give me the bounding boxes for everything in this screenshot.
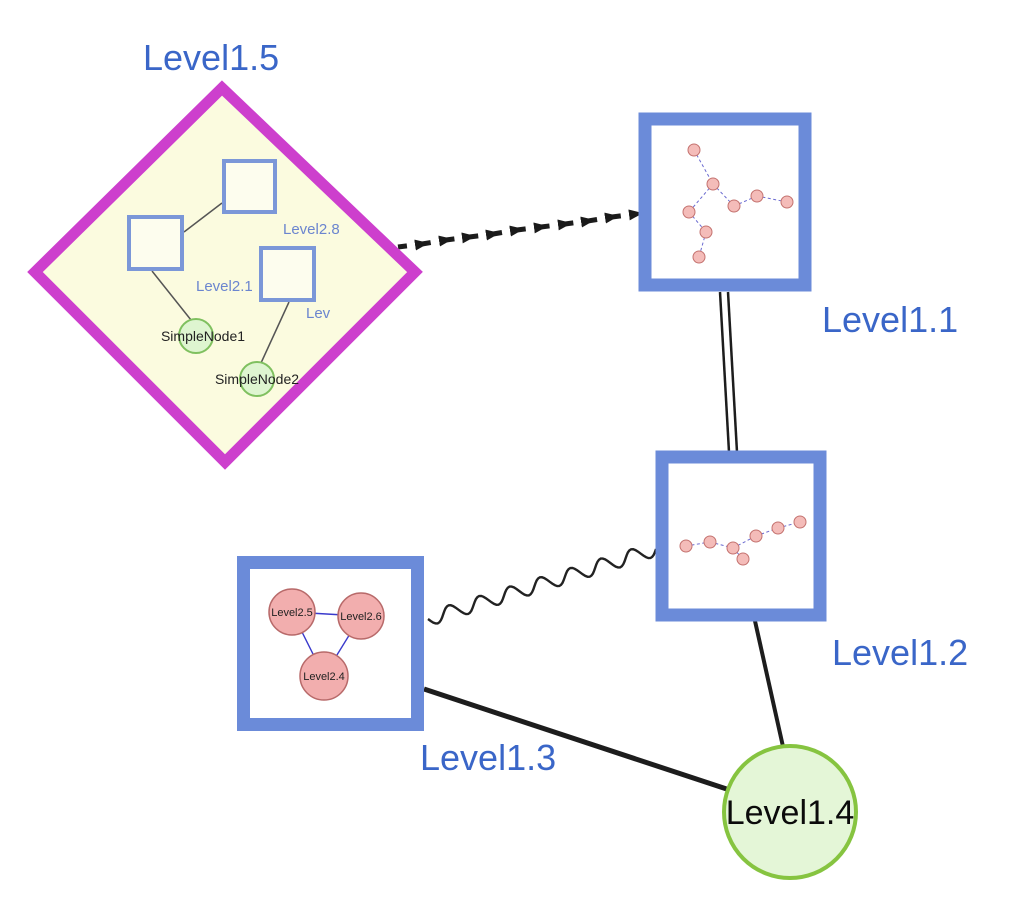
- node-level13-group: Level2.5 Level2.6 Level2.4 Level1.3: [237, 556, 556, 778]
- mini-node[interactable]: [682, 205, 696, 219]
- node-level28-square[interactable]: [222, 159, 277, 214]
- node-level11-square[interactable]: [638, 112, 812, 292]
- mini-node[interactable]: [706, 177, 720, 191]
- node-lev-square[interactable]: [259, 246, 316, 302]
- node-level26[interactable]: [337, 592, 385, 640]
- node-simplenode1[interactable]: [178, 318, 214, 354]
- edge-level13-level12[interactable]: [427, 547, 658, 625]
- mini-node[interactable]: [727, 199, 741, 213]
- node-level13-square[interactable]: [237, 556, 424, 731]
- mini-node[interactable]: [771, 521, 785, 535]
- node-level24[interactable]: [299, 651, 349, 701]
- node-level12-group: Level1.2: [655, 450, 968, 673]
- node-level15-diamond[interactable]: [27, 80, 423, 470]
- node-simplenode2[interactable]: [239, 361, 275, 397]
- edge-lev-simplenode2[interactable]: [260, 301, 290, 364]
- node-level21-square[interactable]: [127, 215, 184, 271]
- mini-node[interactable]: [726, 541, 740, 555]
- level13-mini-graph: Level2.5 Level2.6 Level2.4: [268, 588, 385, 701]
- mini-node[interactable]: [736, 552, 750, 566]
- node-level15-label: Level1.5: [143, 37, 279, 78]
- node-simplenode2-label: SimpleNode2: [215, 371, 299, 387]
- mini-node[interactable]: [750, 189, 764, 203]
- level11-mini-graph: [682, 143, 794, 264]
- node-level25[interactable]: [268, 588, 316, 636]
- mini-node[interactable]: [793, 515, 807, 529]
- mini-node[interactable]: [692, 250, 706, 264]
- node-level14-group: Level1.4: [722, 744, 858, 880]
- edge-level11-level12[interactable]: [718, 291, 739, 453]
- mini-node[interactable]: [687, 143, 701, 157]
- edge-level21-simplenode1[interactable]: [151, 270, 192, 321]
- node-level13-label: Level1.3: [420, 737, 556, 778]
- node-level12-label: Level1.2: [832, 632, 968, 673]
- node-level25-label: Level2.5: [271, 607, 313, 619]
- level12-mini-graph: [679, 515, 807, 566]
- node-simplenode1-label: SimpleNode1: [161, 328, 245, 344]
- node-level28-label: Level2.8: [283, 221, 340, 238]
- mini-node[interactable]: [703, 535, 717, 549]
- node-level14[interactable]: [722, 744, 858, 880]
- node-level12-square[interactable]: [655, 450, 827, 622]
- node-level11-group: Level1.1: [638, 112, 958, 340]
- node-level15-group: Level1.5 Level2.8 Level2.1 Lev SimpleNod…: [27, 37, 423, 470]
- node-level21-label: Level2.1: [196, 278, 253, 295]
- edge-level21-level28[interactable]: [183, 202, 223, 233]
- node-level14-label: Level1.4: [726, 794, 855, 832]
- node-lev-label: Lev: [306, 305, 331, 322]
- mini-node[interactable]: [749, 529, 763, 543]
- node-level24-label: Level2.4: [303, 671, 345, 683]
- node-level26-label: Level2.6: [340, 611, 382, 623]
- edge-level15-level11[interactable]: [397, 209, 643, 251]
- mini-node[interactable]: [699, 225, 713, 239]
- mini-node[interactable]: [780, 195, 794, 209]
- edge-level13-level14[interactable]: [423, 686, 779, 809]
- node-level11-label: Level1.1: [822, 299, 958, 340]
- mini-node[interactable]: [679, 539, 693, 553]
- edge-level12-level14[interactable]: [753, 620, 788, 761]
